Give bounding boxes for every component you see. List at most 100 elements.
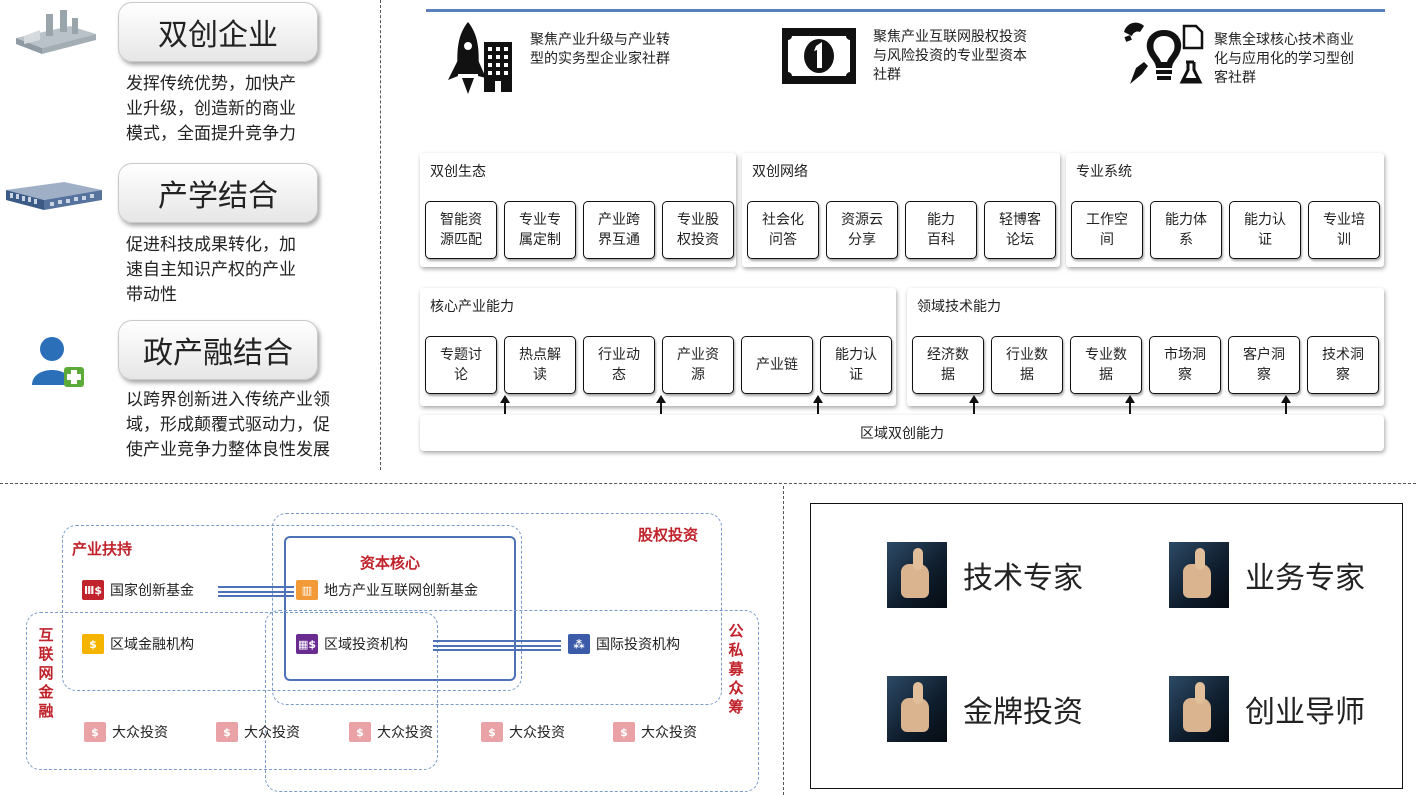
cell-ability-system[interactable]: 能力体系	[1150, 201, 1222, 259]
pill-shuangchuang: 双创企业	[118, 2, 318, 62]
cell-economic-data[interactable]: 经济数据	[912, 336, 984, 394]
cell-industry-chain[interactable]: 产业链	[741, 336, 813, 394]
innovation-icon	[1124, 22, 1204, 84]
divider-vertical-top	[380, 0, 381, 470]
focus-line: 聚焦全球核心技术商业	[1214, 32, 1354, 48]
cell-market-insight[interactable]: 市场洞察	[1149, 336, 1221, 394]
thumbs-up-icon	[1169, 676, 1229, 742]
cell-topic[interactable]: 专题讨论	[425, 336, 497, 394]
node-label: 大众投资	[244, 725, 300, 741]
panel-title: 专业系统	[1076, 164, 1132, 180]
node-label: 国家创新基金	[110, 583, 194, 599]
label-internet-finance: 互联网金融	[38, 626, 54, 720]
cell-hot[interactable]: 热点解读	[504, 336, 576, 394]
cell-customer-insight[interactable]: 客户洞察	[1228, 336, 1300, 394]
invest-doc-icon: $	[84, 722, 106, 742]
cell-custom[interactable]: 专业专属定制	[504, 201, 576, 259]
cell-ability-cert[interactable]: 能力认证	[820, 336, 892, 394]
cell-industry-news[interactable]: 行业动态	[583, 336, 655, 394]
rocket-building-icon	[448, 22, 512, 94]
user-add-icon	[32, 337, 84, 387]
panel-title: 核心产业能力	[430, 299, 514, 315]
cell-social-qa[interactable]: 社会化问答	[747, 201, 819, 259]
expert-label: 金牌投资	[963, 695, 1083, 730]
node-regional-finance: $ 区域金融机构	[82, 634, 194, 654]
region-industry-support	[62, 525, 522, 691]
cell-training[interactable]: 专业培训	[1308, 201, 1380, 259]
invest-doc-icon: $	[613, 722, 635, 742]
focus-text-3: 聚焦全球核心技术商业 化与应用化的学习型创 客社群	[1214, 31, 1354, 88]
label-equity: 股权投资	[638, 526, 699, 544]
connector-line	[433, 640, 561, 651]
cell-workspace[interactable]: 工作空间	[1071, 201, 1143, 259]
thumbs-up-icon	[1169, 542, 1229, 608]
focus-text-1: 聚焦产业升级与产业转 型的实务型企业家社群	[530, 31, 670, 69]
panel-professional-system: 专业系统 工作空间 能力体系 能力认证 专业培训	[1066, 153, 1384, 267]
pill-zhengchanrong: 政产融结合	[118, 320, 318, 380]
network-icon: ⁂	[568, 634, 590, 654]
desc-line: 使产业竞争力整体良性发展	[126, 440, 330, 460]
divider-vertical-bottom	[783, 486, 784, 795]
focus-text-2: 聚焦产业互联网股权投资 与风险投资的专业型资本 社群	[873, 28, 1027, 85]
cell-forum[interactable]: 轻博客论坛	[984, 201, 1056, 259]
node-label: 区域投资机构	[324, 637, 408, 653]
node-public-invest: $ 大众投资	[216, 722, 300, 742]
cell-cross-industry[interactable]: 产业跨界互通	[583, 201, 655, 259]
top-accent-line	[426, 9, 1385, 12]
focus-line: 化与应用化的学习型创	[1214, 51, 1354, 67]
desc-shuangchuang: 发挥传统优势，加快产 业升级，创造新的商业 模式，全面提升竞争力	[126, 72, 296, 147]
focus-line: 聚焦产业互联网股权投资	[873, 29, 1027, 45]
building-icon	[6, 182, 102, 210]
focus-line: 与风险投资的专业型资本	[873, 48, 1027, 64]
factory-icon	[16, 10, 96, 54]
divider-horizontal	[0, 483, 1416, 484]
cell-equity-invest[interactable]: 专业股权投资	[662, 201, 734, 259]
panel-domain-tech: 领域技术能力 经济数据 行业数据 专业数据 市场洞察 客户洞察 技术洞察	[907, 288, 1384, 406]
cell-smart-resource[interactable]: 智能资源匹配	[425, 201, 497, 259]
thumbs-up-icon	[887, 542, 947, 608]
node-local-fund: ▥ 地方产业互联网创新基金	[296, 580, 478, 600]
invest-doc-icon: $	[349, 722, 371, 742]
cell-wiki[interactable]: 能力百科	[905, 201, 977, 259]
cell-tech-insight[interactable]: 技术洞察	[1307, 336, 1379, 394]
panel-shuangchuang-ecology: 双创生态 智能资源匹配 专业专属定制 产业跨界互通 专业股权投资	[420, 153, 736, 267]
region-crowdfunding	[265, 610, 759, 792]
pill-chanxue: 产学结合	[118, 163, 318, 223]
expert-mentor: 创业导师	[1169, 676, 1365, 742]
invest-doc-icon: $	[216, 722, 238, 742]
desc-line: 业升级，创造新的商业	[126, 99, 296, 119]
node-label: 国际投资机构	[596, 637, 680, 653]
cell-industry-data[interactable]: 行业数据	[991, 336, 1063, 394]
panel-core-industry: 核心产业能力 专题讨论 热点解读 行业动态 产业资源 产业链 能力认证	[420, 288, 896, 406]
desc-chanxue: 促进科技成果转化，加 速自主知识产权的产业 带动性	[126, 233, 296, 308]
cell-professional-data[interactable]: 专业数据	[1070, 336, 1142, 394]
expert-business: 业务专家	[1169, 542, 1365, 608]
focus-line: 客社群	[1214, 70, 1256, 86]
focus-line: 聚焦产业升级与产业转	[530, 32, 670, 48]
money-icon	[782, 28, 856, 84]
experts-box: 技术专家 业务专家 金牌投资 创业导师	[810, 503, 1403, 789]
regional-capability-bar: 区域双创能力	[420, 415, 1384, 451]
label-industry-support: 产业扶持	[72, 540, 133, 558]
desc-line: 模式，全面提升竞争力	[126, 124, 296, 144]
thumbs-up-icon	[887, 676, 947, 742]
cell-certification[interactable]: 能力认证	[1229, 201, 1301, 259]
expert-label: 创业导师	[1245, 695, 1365, 730]
focus-line: 社群	[873, 67, 901, 83]
node-intl-invest: ⁂ 国际投资机构	[568, 634, 680, 654]
panel-title: 领域技术能力	[917, 299, 1001, 315]
cell-industry-resource[interactable]: 产业资源	[662, 336, 734, 394]
desc-line: 带动性	[126, 285, 177, 305]
invest-doc-icon: $	[481, 722, 503, 742]
desc-zhengchanrong: 以跨界创新进入传统产业领 域，形成颠覆式驱动力，促 使产业竞争力整体良性发展	[126, 388, 330, 463]
bank-icon: Ⅲ$	[82, 580, 104, 600]
node-label: 大众投资	[377, 725, 433, 741]
node-label: 大众投资	[112, 725, 168, 741]
desc-line: 域，形成颠覆式驱动力，促	[126, 415, 330, 435]
node-public-invest: $ 大众投资	[84, 722, 168, 742]
expert-gold-invest: 金牌投资	[887, 676, 1083, 742]
cell-resource-cloud[interactable]: 资源云分享	[826, 201, 898, 259]
desc-line: 以跨界创新进入传统产业领	[126, 390, 330, 410]
node-national-fund: Ⅲ$ 国家创新基金	[82, 580, 194, 600]
node-public-invest: $ 大众投资	[481, 722, 565, 742]
